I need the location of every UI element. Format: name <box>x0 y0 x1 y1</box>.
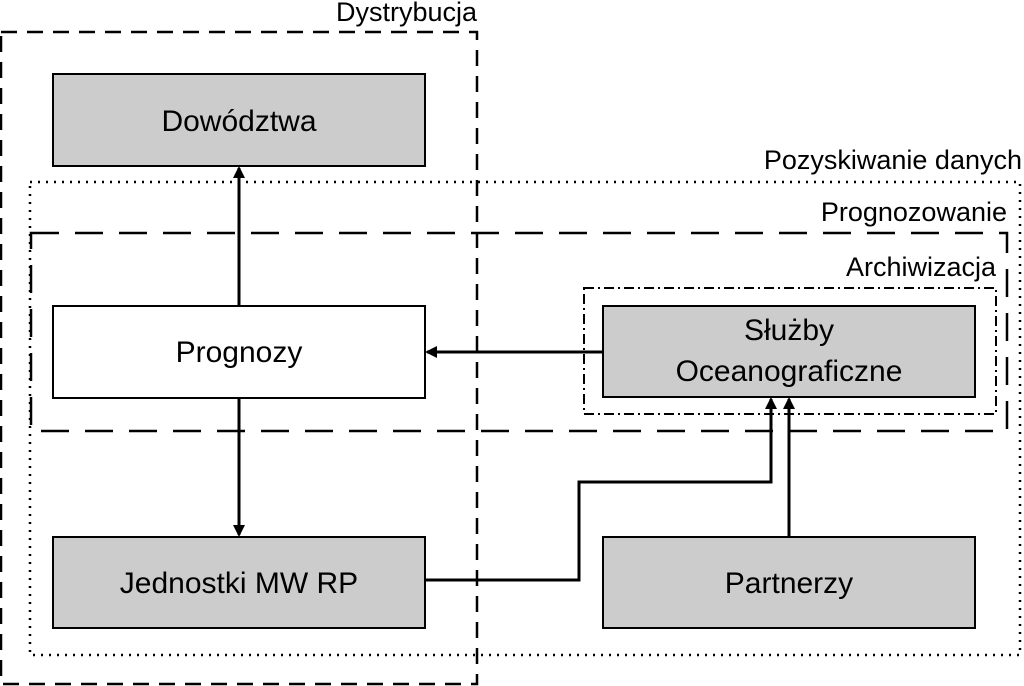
data-acquisition-group-label: Pozyskiwanie danych <box>764 145 1022 175</box>
forecasting-group-border <box>29 231 1009 433</box>
navy-units-label: Jednostki MW RP <box>120 567 358 600</box>
arrow-units-to-oceanographic <box>425 397 777 582</box>
commands-label: Dowództwa <box>161 105 316 138</box>
partners-label: Partnerzy <box>725 567 853 600</box>
forecasting-group-label: Prognozowanie <box>821 197 1007 227</box>
distribution-group-label: Dystrybucja <box>336 0 478 27</box>
oceanographic-services-label-line2: Oceanograficzne <box>676 355 903 388</box>
oceanographic-services-box <box>602 305 976 398</box>
navy-units-box <box>52 536 426 629</box>
forecasts-label: Prognozy <box>176 336 303 369</box>
archiving-group-label: Archiwizacja <box>846 252 997 282</box>
commands-box <box>52 73 426 167</box>
distribution-group-border <box>0 30 479 686</box>
oceanographic-services-label-line1: Służby <box>744 314 834 347</box>
